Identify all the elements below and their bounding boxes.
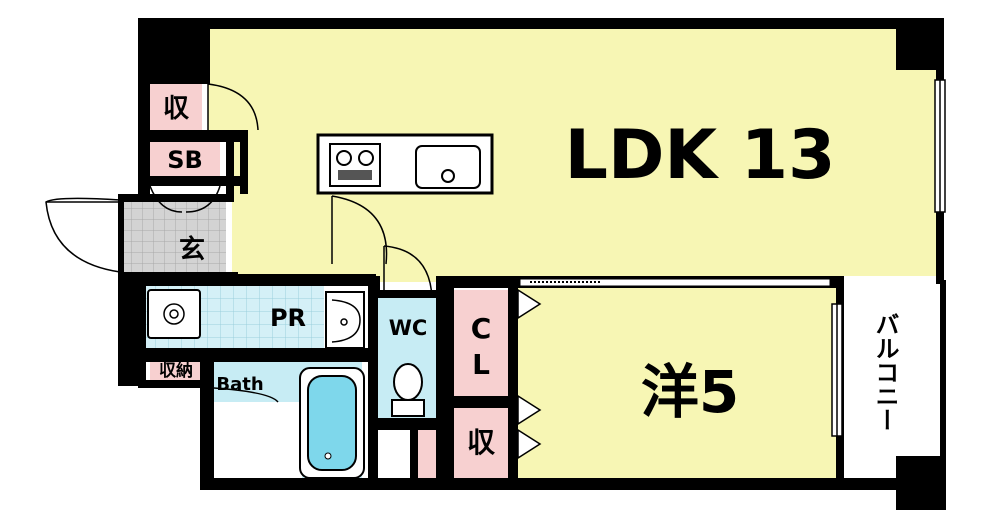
entrance-floor (122, 200, 226, 274)
washing-machine (147, 289, 201, 339)
sink-drain (441, 169, 455, 183)
ldk-floor (208, 28, 938, 282)
toilet-bowl (393, 363, 423, 401)
closet-cl-fill (454, 290, 508, 398)
vanity (325, 291, 365, 349)
hall-floor (232, 198, 330, 274)
toilet-tank (391, 399, 425, 417)
sb-door-left (149, 185, 183, 213)
wc-door-arc (383, 245, 433, 299)
closet-c-label: C (471, 312, 492, 345)
sb-door-right (185, 185, 221, 213)
ldk-label: LDK 13 (565, 116, 836, 195)
entrance-door-arc (45, 197, 121, 273)
western-room-floor (516, 286, 836, 480)
western-room-label: 洋5 (641, 358, 739, 426)
closet-folding-doors (517, 288, 542, 460)
sliding-partition (519, 278, 831, 287)
sink (415, 145, 481, 189)
powder-room-label: PR (270, 304, 306, 332)
storage-top-fill (150, 84, 202, 130)
bath-corner (374, 432, 414, 482)
closet-l-label: L (472, 348, 490, 381)
bath-door-arc (213, 387, 279, 403)
balcony-floor (844, 288, 942, 458)
toilet-label: WC (389, 316, 428, 340)
storage-top-label: 収 (163, 94, 190, 124)
hall-door-arc (331, 195, 388, 265)
bathtub-inner (307, 375, 357, 471)
windows (831, 79, 946, 437)
bath-white-area (210, 402, 302, 478)
shoe-box-fill (150, 142, 220, 176)
shoe-box-label: SB (167, 146, 203, 174)
entrance-label: 玄 (179, 234, 205, 265)
storage-small-label: 収納 (159, 360, 193, 381)
balcony-label: バルコニー (871, 312, 899, 432)
burner-left (336, 150, 352, 166)
storage-right-fill (454, 408, 508, 484)
storage-right-label: 収 (467, 426, 496, 459)
bath-label: Bath (216, 374, 263, 395)
storage-door-arc (207, 83, 259, 131)
grill (338, 170, 372, 180)
burner-right (358, 150, 374, 166)
